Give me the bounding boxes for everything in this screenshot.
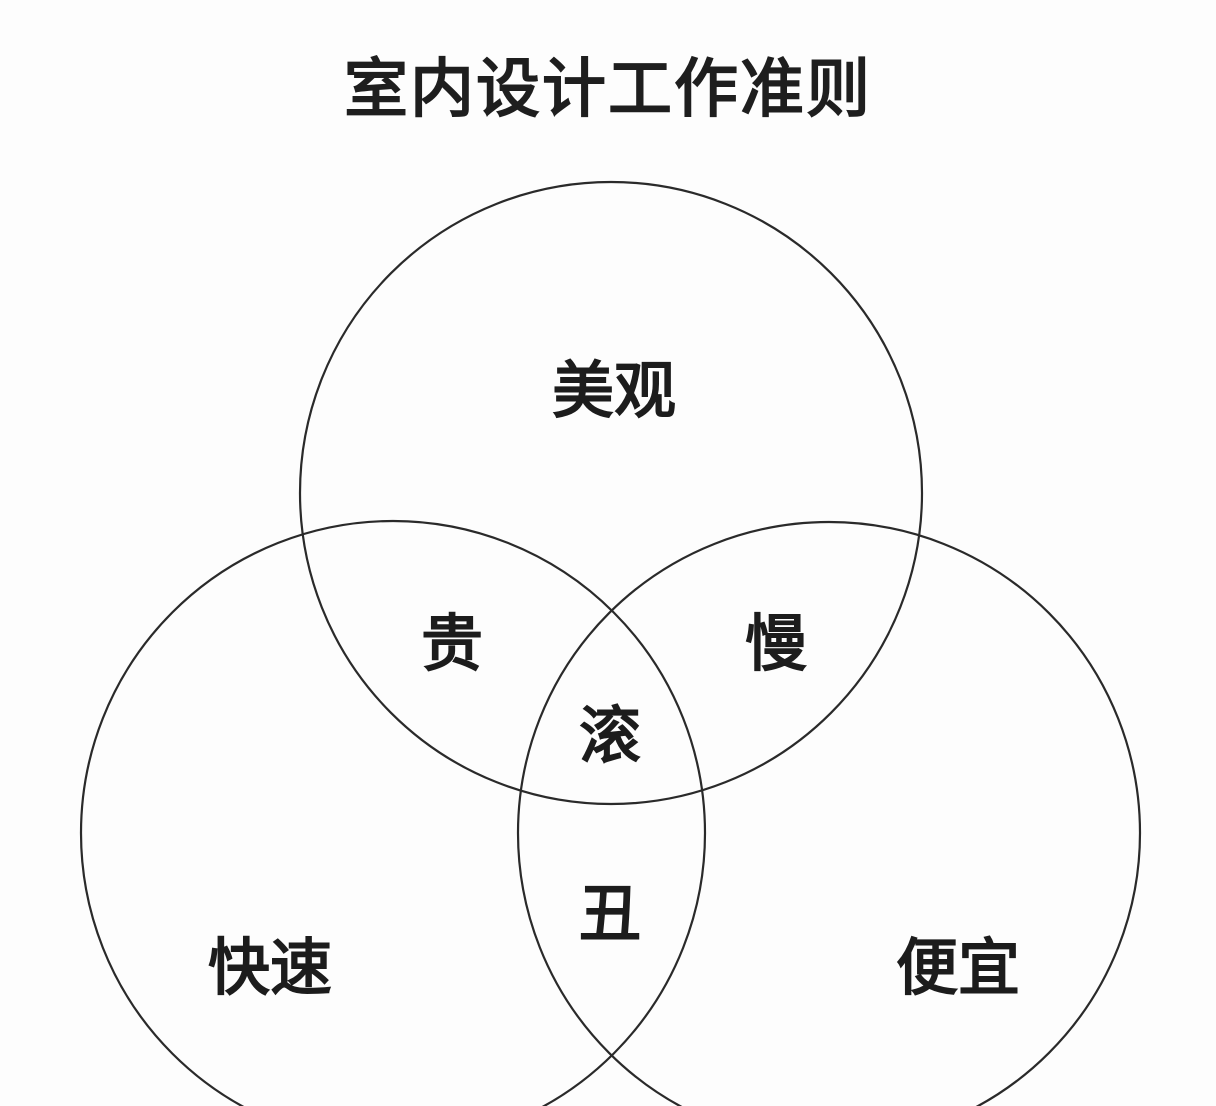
circle-right	[516, 520, 1142, 1106]
page-title: 室内设计工作准则	[344, 53, 872, 127]
label-left-circle: 快速	[207, 931, 333, 1004]
label-right-circle: 便宜	[895, 931, 1021, 1004]
label-left-right-intersection: 丑	[578, 877, 642, 950]
label-top-right-intersection: 慢	[744, 607, 808, 680]
circle-top	[298, 180, 924, 806]
label-top-left-intersection: 贵	[420, 607, 484, 680]
label-center-intersection: 滚	[578, 699, 642, 772]
circle-left	[79, 519, 707, 1106]
label-top-circle: 美观	[551, 354, 677, 427]
